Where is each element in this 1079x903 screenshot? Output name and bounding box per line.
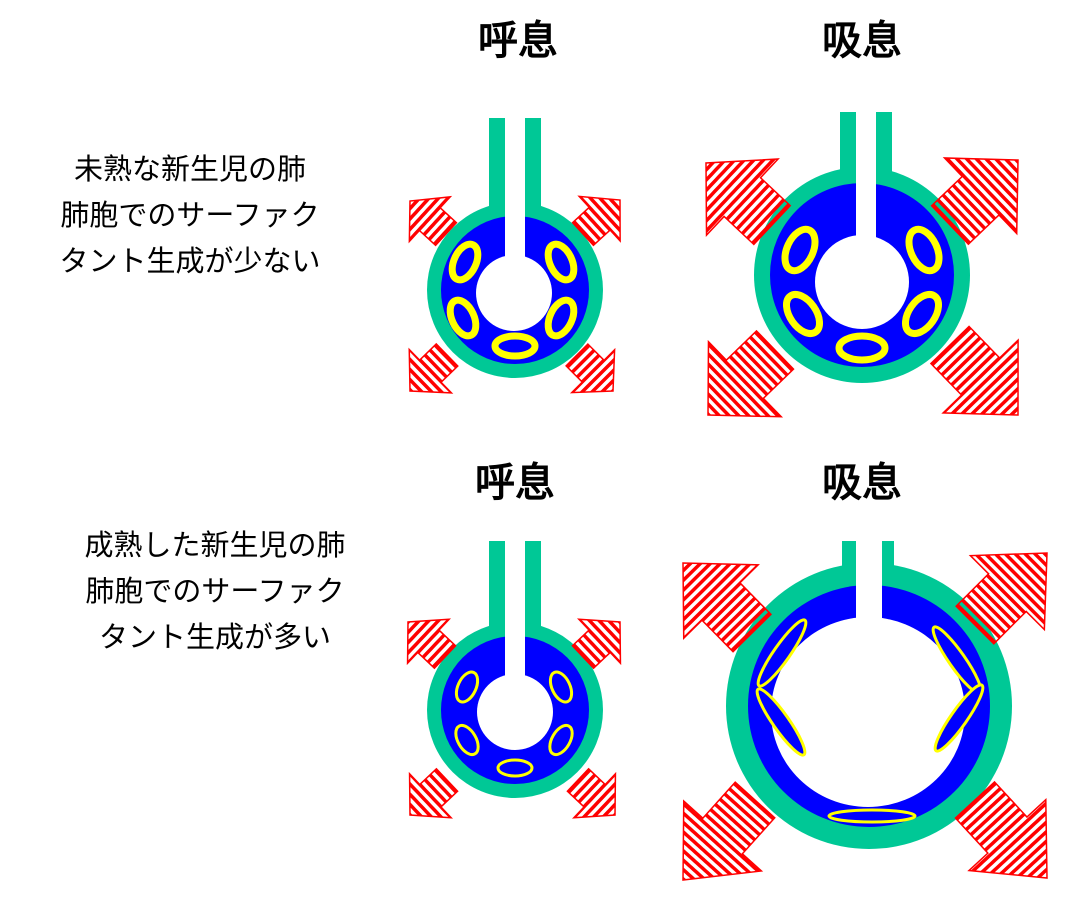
expansion-arrow-icon <box>930 157 1019 246</box>
expansion-arrow-icon <box>954 780 1048 879</box>
surfactant-ellipse <box>454 723 480 757</box>
airway-lumen <box>856 541 882 712</box>
surfactant-ellipse <box>548 670 574 704</box>
surfactant-ellipse <box>835 332 889 364</box>
row1-inhale-title: 吸息 <box>822 18 902 64</box>
mature-inhale-alveolus <box>682 541 1048 881</box>
expansion-arrow-icon <box>571 618 622 670</box>
row2-label-line: 肺胞でのサーファク <box>85 574 345 608</box>
row2-label-line: タント生成が多い <box>98 620 332 654</box>
airway-lumen <box>856 112 876 282</box>
surfactant-ellipse <box>491 332 539 360</box>
surfactant-ellipse <box>548 723 574 757</box>
immature-exhale-alveolus <box>408 118 621 394</box>
surfactant-ellipse <box>756 618 808 688</box>
expansion-arrow-icon <box>929 325 1019 416</box>
expansion-arrow-icon <box>707 329 795 418</box>
surfactant-ellipse <box>782 290 824 338</box>
airway-lumen <box>505 541 525 712</box>
row2-exhale-title: 呼息 <box>475 460 555 506</box>
immature-inhale-alveolus <box>705 112 1019 418</box>
expansion-arrow-icon <box>566 767 617 819</box>
row1-exhale-title: 呼息 <box>478 18 558 64</box>
surfactant-ellipse <box>827 808 917 824</box>
row1-label-line: 未熟な新生児の肺 <box>73 152 307 186</box>
surfactant-ellipse <box>755 687 807 757</box>
surfactant-ellipse <box>905 225 943 275</box>
surfactant-ellipse <box>496 758 534 778</box>
surfactant-ellipse <box>454 670 480 704</box>
expansion-arrow-icon <box>406 618 457 670</box>
row1-label-line: タント生成が少ない <box>59 244 321 278</box>
expansion-arrow-icon <box>571 195 621 247</box>
expansion-arrow-icon <box>408 767 459 819</box>
row1-label: 未熟な新生児の肺 肺胞でのサーファク タント生成が少ない <box>59 146 320 284</box>
surfactant-ellipse <box>448 240 482 284</box>
surfactant-ellipse <box>781 225 819 275</box>
expansion-arrow-icon <box>682 781 776 881</box>
expansion-arrow-icon <box>682 562 773 653</box>
surfactant-ellipse <box>901 290 943 338</box>
mature-exhale-alveolus <box>406 541 622 819</box>
row1-label-line: 肺胞でのサーファク <box>60 198 320 232</box>
expansion-arrow-icon <box>565 343 616 394</box>
surfactant-ellipse <box>446 296 480 340</box>
expansion-arrow-icon <box>408 195 458 247</box>
expansion-arrow-icon <box>408 342 459 394</box>
surfactant-ellipse <box>544 296 578 340</box>
expansion-arrow-icon <box>955 552 1048 645</box>
row2-label-line: 成熟した新生児の肺 <box>84 528 346 562</box>
expansion-arrow-icon <box>705 158 792 246</box>
row2-inhale-title: 吸息 <box>822 460 902 506</box>
surfactant-ellipse <box>544 240 578 284</box>
airway-lumen <box>505 118 525 293</box>
surfactant-ellipse <box>933 683 985 753</box>
row2-label: 成熟した新生児の肺 肺胞でのサーファク タント生成が多い <box>84 522 345 660</box>
